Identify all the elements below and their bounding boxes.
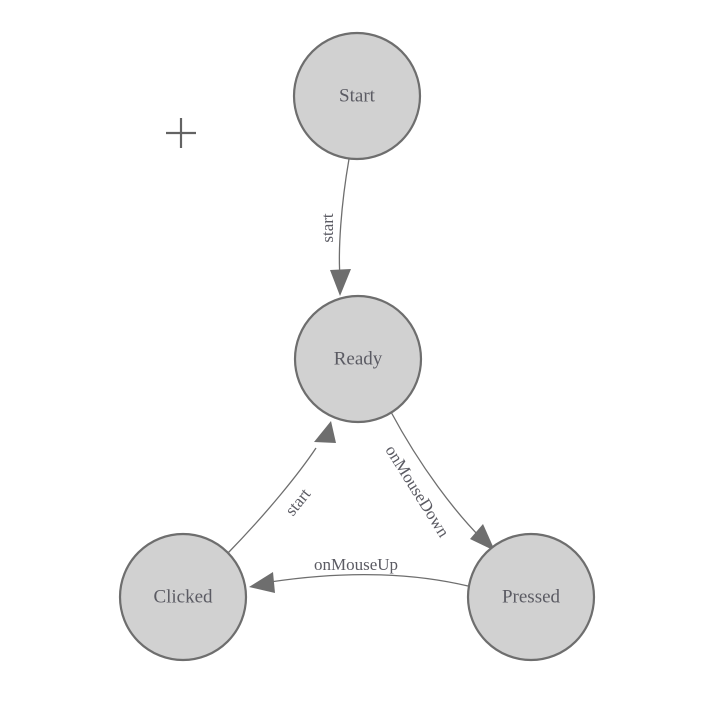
edge-start-to-ready-path	[338, 158, 350, 278]
edge-label-start-to-ready: start	[318, 213, 337, 243]
edge-clicked-to-ready[interactable]: start	[227, 421, 336, 554]
edge-clicked-to-ready-path	[227, 447, 317, 554]
edge-pressed-to-clicked-arrowhead	[249, 572, 275, 593]
node-ready[interactable]: Ready	[293, 294, 423, 424]
node-pressed[interactable]: Pressed	[466, 532, 596, 662]
node-start[interactable]: Start	[292, 31, 422, 161]
edge-ready-to-pressed-path	[390, 411, 483, 540]
node-clicked-circle[interactable]	[118, 532, 248, 662]
edge-start-to-ready[interactable]: start	[318, 158, 351, 296]
edge-pressed-to-clicked-path	[269, 573, 469, 587]
edge-label-pressed-to-clicked: onMouseUp	[314, 555, 398, 574]
edge-clicked-to-ready-arrowhead	[314, 421, 336, 443]
node-clicked-label: Clicked	[153, 586, 213, 607]
node-ready-circle[interactable]	[293, 294, 423, 424]
edge-ready-to-pressed[interactable]: onMouseDown	[382, 411, 495, 551]
edge-ready-to-pressed-arrowhead	[470, 524, 495, 551]
node-pressed-circle[interactable]	[466, 532, 596, 662]
node-ready-label: Ready	[334, 348, 383, 369]
node-pressed-label: Pressed	[502, 586, 561, 607]
node-start-circle[interactable]	[292, 31, 422, 161]
edge-pressed-to-clicked[interactable]: onMouseUp	[249, 555, 469, 593]
crosshair-marker	[166, 118, 196, 148]
node-clicked[interactable]: Clicked	[118, 532, 248, 662]
edge-label-clicked-to-ready: start	[281, 484, 314, 519]
edge-start-to-ready-arrowhead	[330, 269, 351, 296]
node-start-label: Start	[339, 85, 376, 106]
